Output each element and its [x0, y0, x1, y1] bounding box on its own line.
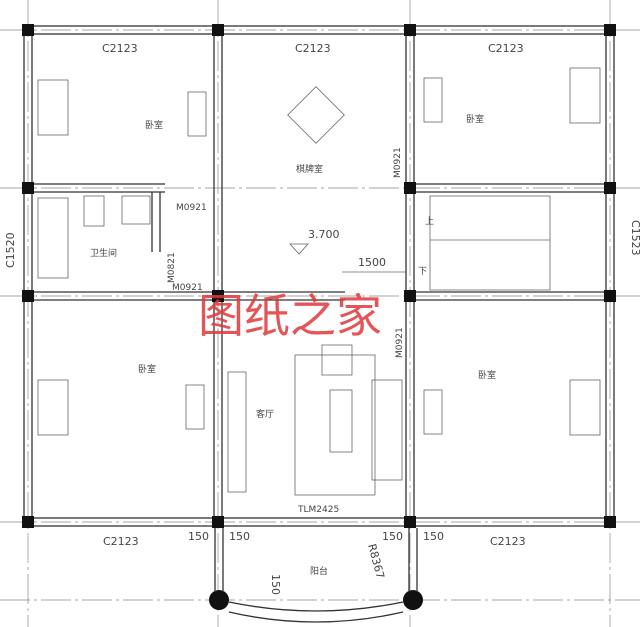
- balcony: [214, 528, 418, 623]
- stair-down-label: 下: [418, 267, 427, 277]
- dimension-label: 150: [423, 530, 444, 543]
- room-label: 棋牌室: [296, 163, 323, 175]
- stair-up-label: 上: [425, 216, 434, 227]
- window-label: C2123: [490, 535, 526, 548]
- door-label: M0821: [167, 252, 177, 283]
- room-label: 卧室: [145, 119, 163, 131]
- door-label: TLM2425: [297, 505, 339, 515]
- furniture: [37, 67, 601, 496]
- room-label: 卧室: [138, 363, 156, 375]
- room-labels: 卧室 卧室 卧室 卧室 棋牌室 卫生间 客厅 阳台: [90, 113, 496, 577]
- door-label: M0921: [395, 327, 405, 358]
- door-label: M0921: [176, 203, 207, 213]
- dimension-label: 150: [188, 530, 209, 543]
- walls: [23, 25, 615, 527]
- door-label: M0921: [393, 147, 403, 178]
- watermark: 图纸之家: [198, 289, 382, 343]
- window-label: C1520: [4, 232, 17, 268]
- window-label: C2123: [102, 42, 138, 55]
- door-labels: M0921 M0921 M0921 M0821 M0921 TLM2425: [167, 147, 405, 515]
- columns: [22, 24, 616, 610]
- dimension-label: 150: [382, 530, 403, 543]
- room-label: 卧室: [466, 113, 484, 125]
- dimension-label: 1500: [358, 256, 386, 269]
- window-label: C1523: [629, 220, 640, 256]
- dimension-label: 150: [269, 574, 282, 595]
- window-label: C2123: [488, 42, 524, 55]
- elevation-label: 3.700: [308, 228, 340, 241]
- dimension-label: 150: [229, 530, 250, 543]
- radius-label: R8367: [365, 542, 387, 580]
- window-label: C2123: [103, 535, 139, 548]
- room-label: 阳台: [310, 565, 328, 577]
- door-label: M0921: [172, 283, 203, 293]
- window-labels: C2123 C2123 C2123 C2123 C2123 C1520 C152…: [4, 42, 640, 548]
- room-label: 客厅: [256, 408, 274, 420]
- room-label: 卧室: [478, 369, 496, 381]
- window-label: C2123: [295, 42, 331, 55]
- room-label: 卫生间: [90, 247, 117, 259]
